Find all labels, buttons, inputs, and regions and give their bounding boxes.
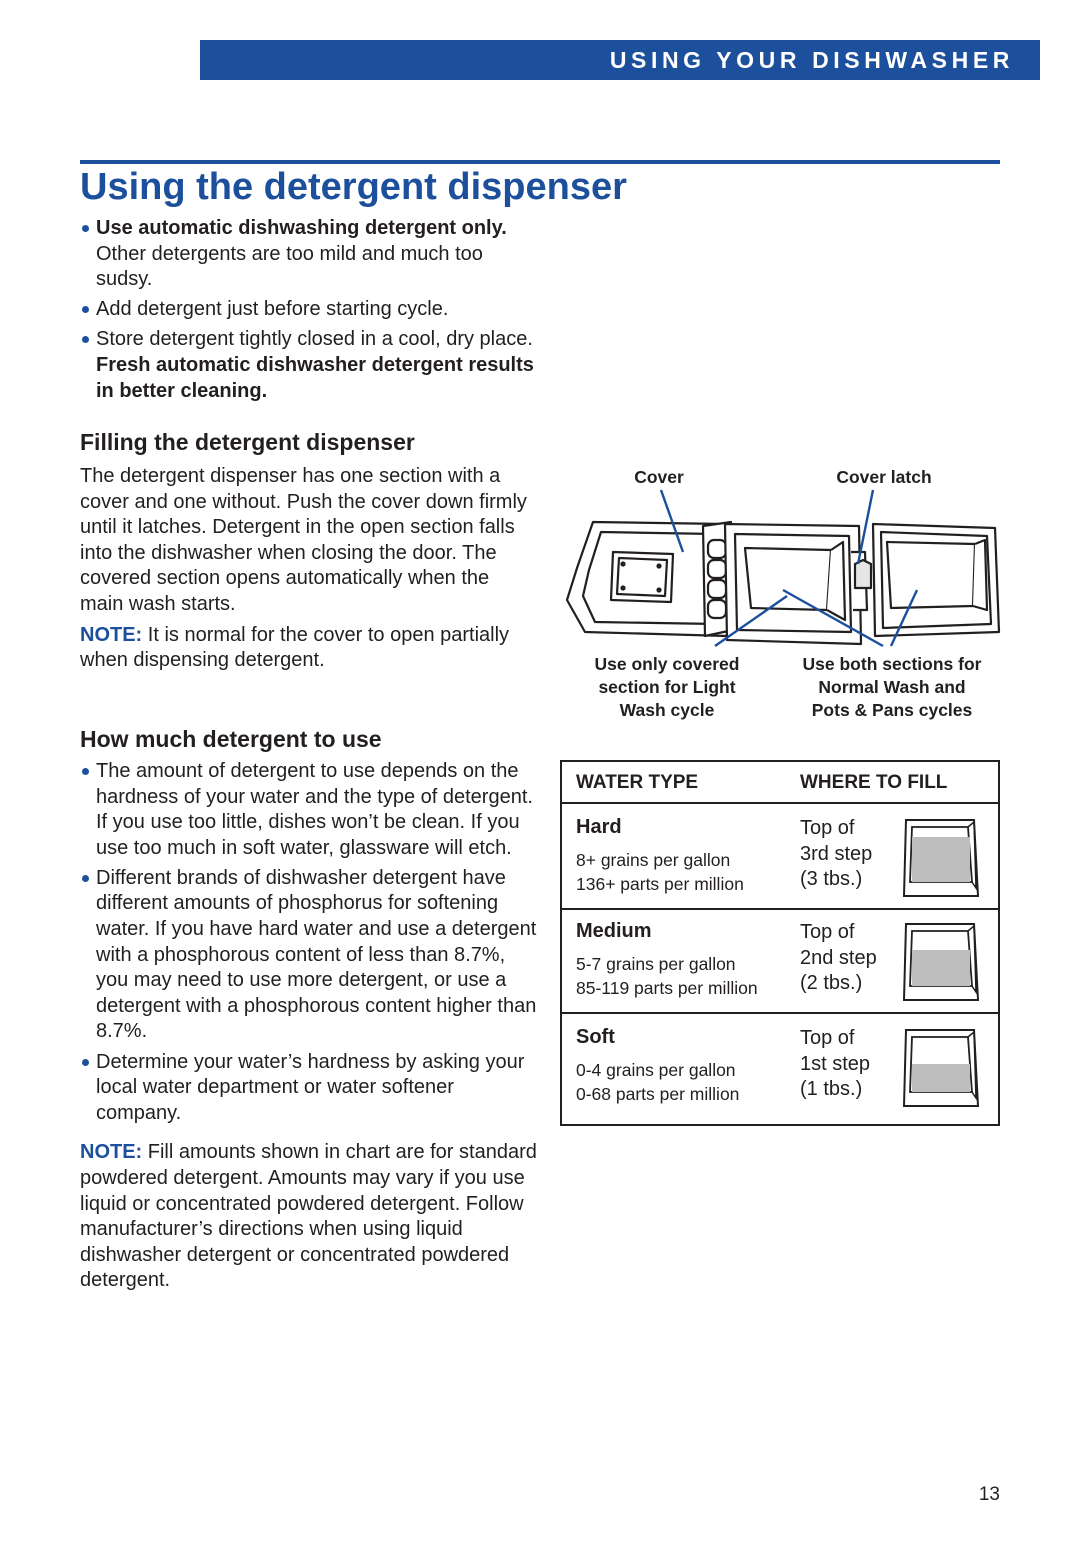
intro-section: Use automatic dishwashing detergent only… — [80, 216, 540, 409]
dispenser-cup-icon — [902, 819, 980, 897]
fill-instruction: Top of 1st step (1 tbs.) — [800, 1027, 871, 1100]
table-row-soft: Soft 0-4 grains per gallon 0-68 parts pe… — [562, 1014, 998, 1118]
filling-heading: Filling the detergent dispenser — [80, 429, 415, 455]
intro-bullet-list: Use automatic dishwashing detergent only… — [80, 216, 540, 404]
filling-paragraph: The detergent dispenser has one section … — [80, 465, 527, 615]
how-much-heading: How much detergent to use — [80, 726, 382, 752]
page-title: Using the detergent dispenser — [80, 166, 627, 208]
intro-bullet-1: Use automatic dishwashing detergent only… — [80, 216, 540, 293]
how-much-bullet-3: Determine your water’s hardness by askin… — [80, 1050, 540, 1127]
how-much-bullet-2: Different brands of dishwasher detergent… — [80, 866, 540, 1045]
water-type-ppm: 136+ parts per million — [576, 874, 744, 894]
filling-note: NOTE: It is normal for the cover to open… — [80, 623, 510, 672]
label-left-line-2: section for Light — [598, 677, 735, 697]
how-much-bullet-1: The amount of detergent to use depends o… — [80, 759, 540, 861]
label-right-line-1: Use both sections for — [803, 654, 982, 674]
water-type-grains: 8+ grains per gallon — [576, 850, 731, 870]
title-rule — [80, 160, 1000, 164]
label-cover: Cover — [634, 467, 684, 487]
detergent-fill-level — [912, 1064, 970, 1092]
leader-lines — [659, 489, 919, 648]
label-left-line-1: Use only covered — [595, 654, 740, 674]
table-header-row: WATER TYPE WHERE TO FILL — [562, 762, 998, 804]
water-type-ppm: 85-119 parts per million — [576, 978, 758, 998]
label-cover-latch: Cover latch — [836, 467, 931, 487]
how-much-bullet-list: The amount of detergent to use depends o… — [80, 759, 540, 1126]
dispenser-illustration — [565, 520, 1001, 646]
dispenser-cup-icon — [902, 923, 980, 1001]
page-number: 13 — [978, 1484, 1000, 1505]
section-header-text: USING YOUR DISHWASHER — [609, 47, 1014, 73]
water-type-grains: 5-7 grains per gallon — [576, 954, 736, 974]
filling-section: The detergent dispenser has one section … — [80, 464, 530, 674]
detergent-fill-table: WATER TYPE WHERE TO FILL Hard 8+ grains … — [560, 760, 1000, 1126]
section-header-bar: USING YOUR DISHWASHER — [200, 40, 1040, 80]
dispenser-cup-icon — [902, 1029, 980, 1107]
label-right-line-2: Normal Wash and — [818, 677, 965, 697]
intro-bullet-3: Store detergent tightly closed in a cool… — [80, 327, 540, 404]
how-much-section: The amount of detergent to use depends o… — [80, 759, 540, 1294]
water-type-name: Hard — [576, 816, 622, 838]
fill-instruction: Top of 2nd step (2 tbs.) — [800, 921, 877, 994]
label-left-line-3: Wash cycle — [620, 700, 715, 720]
water-type-ppm: 0-68 parts per million — [576, 1084, 740, 1104]
table-row-hard: Hard 8+ grains per gallon 136+ parts per… — [562, 804, 998, 910]
detergent-fill-level — [912, 837, 970, 882]
detergent-fill-level — [912, 950, 970, 986]
water-type-name: Medium — [576, 920, 652, 942]
how-much-note: NOTE: Fill amounts shown in chart are fo… — [80, 1141, 537, 1292]
col-header-water-type: WATER TYPE — [576, 772, 699, 793]
intro-bullet-2: Add detergent just before starting cycle… — [80, 297, 540, 323]
water-type-name: Soft — [576, 1026, 615, 1048]
fill-instruction: Top of 3rd step (3 tbs.) — [800, 817, 873, 890]
dispenser-diagram: Cover Cover latch Use only covered secti… — [565, 467, 1001, 720]
table-row-medium: Medium 5-7 grains per gallon 85-119 part… — [562, 908, 998, 1014]
col-header-where-to-fill: WHERE TO FILL — [800, 772, 948, 793]
label-right-line-3: Pots & Pans cycles — [812, 700, 973, 720]
water-type-grains: 0-4 grains per gallon — [576, 1060, 736, 1080]
